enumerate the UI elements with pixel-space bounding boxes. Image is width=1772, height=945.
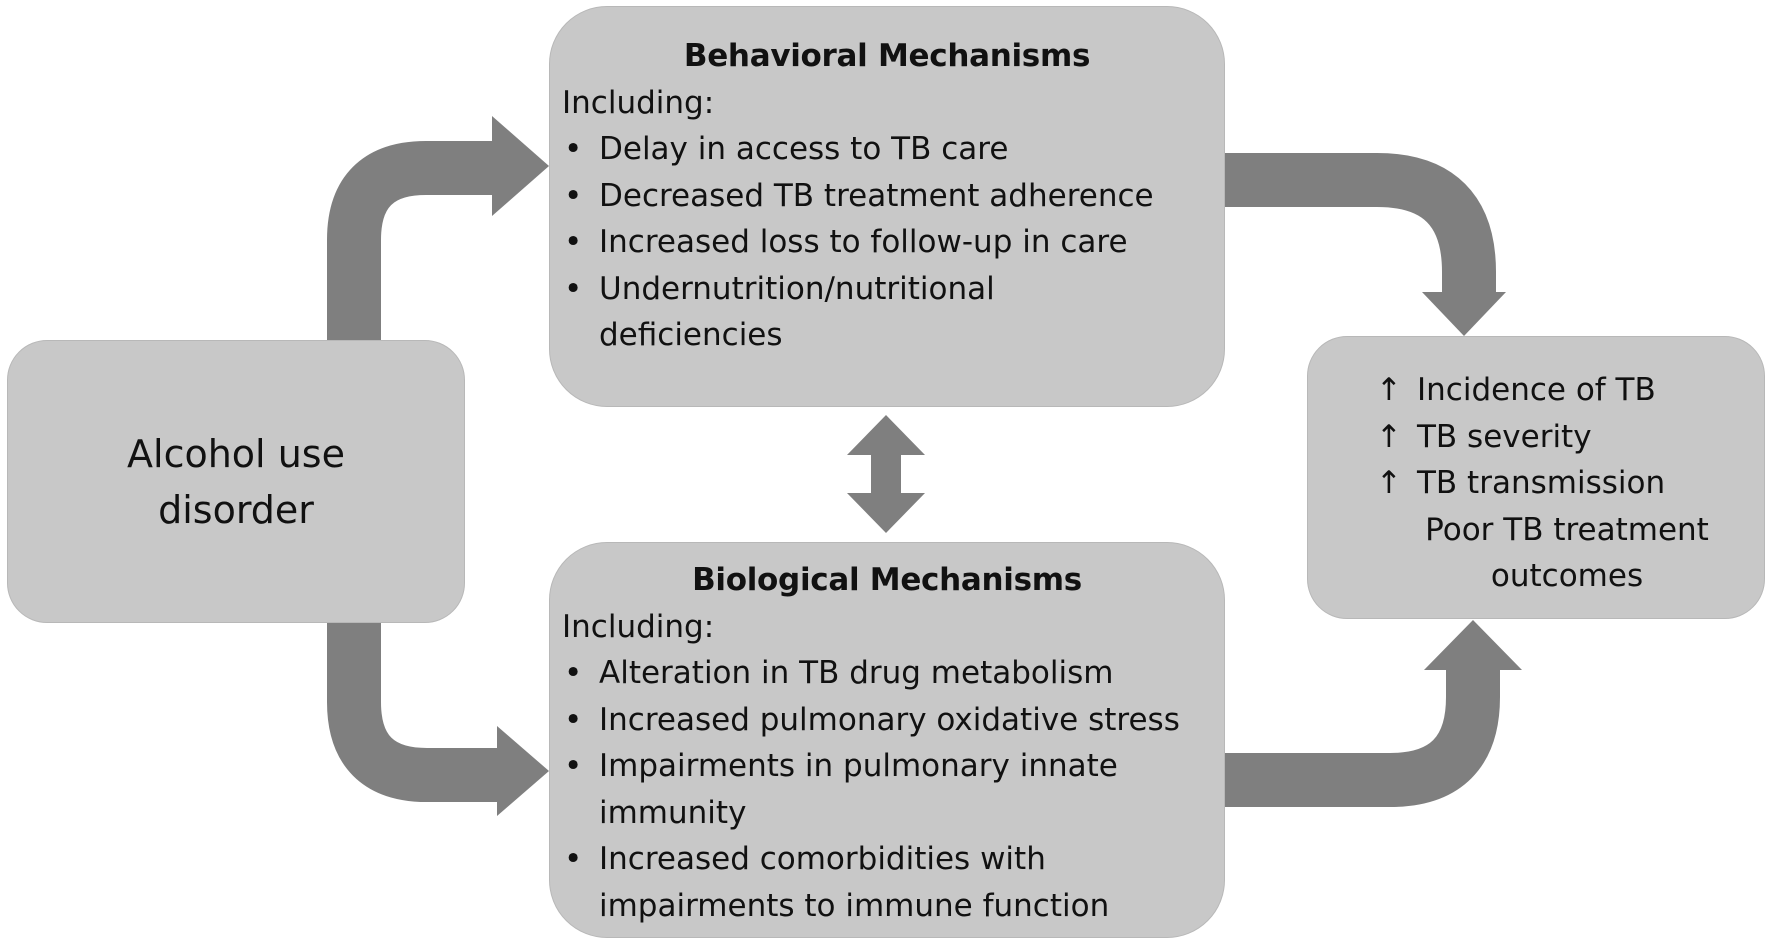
- behavioral-item: Undernutrition/nutritional deficiencies: [562, 266, 1059, 359]
- alcohol-label-line1: Alcohol use: [127, 431, 345, 476]
- arrow-behavioral-to-outcomes-path: [1225, 153, 1496, 292]
- arrow-alcohol-to-behavioral-path: [327, 141, 500, 340]
- outcome-row: Poor TB treatment outcomes: [1376, 507, 1764, 600]
- behavioral-intro: Including:: [562, 84, 715, 121]
- biological-item: Impairments in pulmonary innate immunity: [562, 743, 1159, 836]
- biological-mechanisms-box: Biological Mechanisms Including: Alterat…: [549, 542, 1225, 938]
- behavioral-title: Behavioral Mechanisms: [683, 38, 1091, 74]
- up-arrow-icon: ↑: [1376, 465, 1402, 501]
- up-arrow-icon: ↑: [1376, 372, 1402, 408]
- outcome-row: ↑ Incidence of TB: [1376, 367, 1764, 414]
- behavioral-list: Delay in access to TB care Decreased TB …: [562, 126, 1224, 359]
- behavioral-item: Decreased TB treatment adherence: [562, 173, 1224, 220]
- alcohol-label-line2: disorder: [158, 487, 314, 532]
- outcome-spacer: [1376, 507, 1417, 600]
- arrow-biological-to-outcomes-path: [1225, 670, 1500, 807]
- arrow-alcohol-to-biological-head: [497, 726, 549, 816]
- arrow-biological-to-outcomes-head: [1424, 620, 1522, 670]
- arrow-alcohol-to-biological-path: [327, 623, 505, 802]
- arrow-alcohol-to-behavioral-head: [492, 116, 549, 216]
- behavioral-item: Increased loss to follow-up in care: [562, 219, 1224, 266]
- outcome-text: Incidence of TB: [1417, 372, 1656, 408]
- biological-item: Alteration in TB drug metabolism: [562, 650, 1224, 697]
- biological-item: Increased pulmonary oxidative stress: [562, 697, 1224, 744]
- alcohol-use-disorder-box: Alcohol use disorder: [7, 340, 465, 623]
- outcome-text: TB severity: [1417, 418, 1592, 455]
- outcome-text: TB transmission: [1417, 465, 1666, 501]
- tb-outcomes-box: ↑ Incidence of TB ↑ TB severity ↑ TB tra…: [1307, 336, 1765, 619]
- outcome-row: ↑ TB severity: [1376, 414, 1764, 461]
- behavioral-mechanisms-box: Behavioral Mechanisms Including: Delay i…: [549, 6, 1225, 407]
- biological-list: Alteration in TB drug metabolism Increas…: [562, 650, 1224, 929]
- biological-intro: Including:: [562, 608, 715, 645]
- double-arrow-between-mechanisms: [847, 415, 925, 533]
- behavioral-item: Delay in access to TB care: [562, 126, 1224, 173]
- outcome-row: ↑ TB transmission: [1376, 460, 1764, 507]
- outcome-text: Poor TB treatment outcomes: [1425, 511, 1709, 595]
- biological-title: Biological Mechanisms: [692, 562, 1082, 598]
- arrow-behavioral-to-outcomes-head: [1422, 292, 1506, 336]
- biological-item: Increased comorbidities with impairments…: [562, 836, 1159, 929]
- up-arrow-icon: ↑: [1376, 418, 1402, 455]
